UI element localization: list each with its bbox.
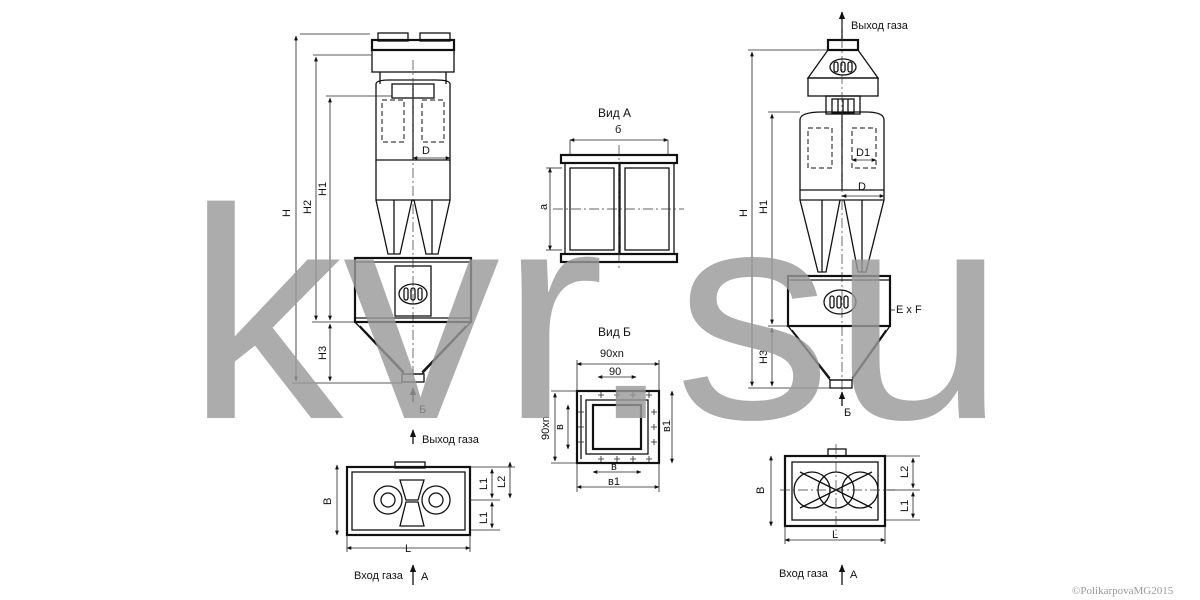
dim-l1-right: L1 xyxy=(899,500,911,512)
dim-l2-right: L2 xyxy=(899,466,911,478)
view-a-drawing xyxy=(546,138,684,270)
dim-h1-right: H1 xyxy=(758,200,770,214)
dim-d-left: D xyxy=(422,145,430,157)
right-cyclone-elevation xyxy=(748,11,895,406)
dim-b-left: B xyxy=(322,498,334,505)
dim-l1-bottom-left: L1 xyxy=(478,512,490,524)
dim-d1-right: D1 xyxy=(856,147,870,159)
view-a-height-dim: а xyxy=(538,203,550,210)
dim-h1-left: H1 xyxy=(317,182,329,196)
view-b-bottom-inner-dim: в xyxy=(611,461,617,473)
left-plan-view xyxy=(335,461,515,585)
dim-h-right: H xyxy=(738,209,750,217)
view-b-title: Вид Б xyxy=(598,325,631,339)
dim-l-right: L xyxy=(832,529,838,541)
copyright-note: ©PolikarpovaMG2015 xyxy=(1072,585,1174,597)
arrow-a-left-label: А xyxy=(421,571,429,583)
view-b-right-dim: в1 xyxy=(661,420,673,432)
dim-d-right: D xyxy=(858,181,866,193)
view-b-drawing xyxy=(551,360,674,492)
dim-exf-right: E x F xyxy=(896,304,922,316)
dim-h3-left: H3 xyxy=(317,346,329,360)
right-plan-view xyxy=(769,444,920,585)
dim-l2-left: L2 xyxy=(496,476,508,488)
left-cyclone-elevation xyxy=(292,32,473,444)
view-b-top-outer-dim: 90xn xyxy=(600,348,624,360)
view-b-top-inner-dim: 90 xyxy=(609,366,621,378)
dim-h2-left: H2 xyxy=(302,200,314,214)
view-b-left-outer-dim: 90xn xyxy=(540,416,552,440)
gas-out-left-label: Выход газа xyxy=(422,434,480,446)
arrow-b-left-label: Б xyxy=(419,404,426,416)
dim-h-left: H xyxy=(281,209,293,217)
view-b-left-inner-dim: в xyxy=(554,424,566,430)
arrow-a-right-label: А xyxy=(850,569,858,581)
dim-b-right: B xyxy=(755,487,767,494)
gas-out-right-label: Выход газа xyxy=(851,20,909,32)
gas-in-right-label: Вход газа xyxy=(779,568,829,580)
view-a-width-dim: б xyxy=(615,124,621,136)
view-b-bottom-outer-dim: в1 xyxy=(608,476,620,488)
arrow-b-right-label: Б xyxy=(844,407,851,419)
watermark: kvr.su xyxy=(186,146,1006,482)
dim-h3-right: H3 xyxy=(758,350,770,364)
dim-l-left: L xyxy=(405,543,411,555)
dim-l1-top-left: L1 xyxy=(478,478,490,490)
gas-in-left-label: Вход газа xyxy=(354,570,404,582)
view-a-title: Вид А xyxy=(598,106,631,120)
